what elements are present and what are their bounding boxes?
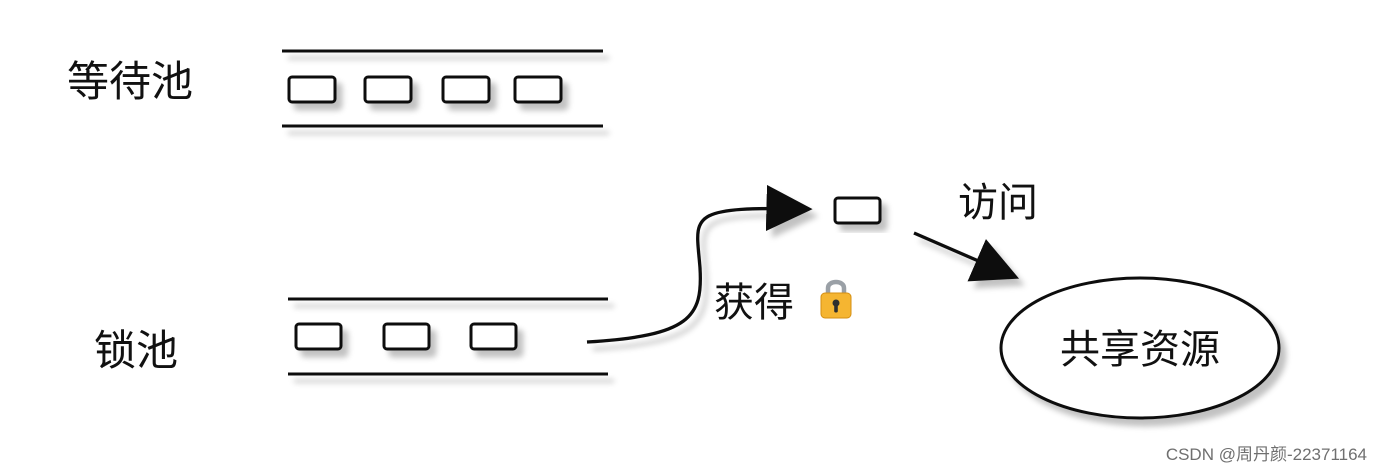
waiting-pool-label: 等待池 <box>67 57 193 106</box>
waiting-thread-box <box>513 75 563 104</box>
waiting-pool <box>282 49 603 128</box>
waiting-thread-box <box>441 75 491 104</box>
access-label: 访问 <box>958 180 1038 226</box>
shared-resource-label: 共享资源 <box>1060 327 1220 373</box>
lock-thread-box <box>382 322 431 351</box>
waiting-thread-box <box>287 75 337 104</box>
lock-icon <box>820 279 852 319</box>
acquire-label: 获得 <box>714 280 794 326</box>
lock-pool <box>288 297 608 376</box>
lock-owner-thread-box <box>833 196 882 225</box>
watermark: CSDN @周丹颜-22371164 <box>1165 445 1367 464</box>
lock-pool-label: 锁池 <box>94 326 178 375</box>
lock-thread-box <box>294 322 343 351</box>
access-arrow <box>913 231 1020 282</box>
acquire-arrow <box>586 184 813 344</box>
shared-resource-node <box>999 276 1281 420</box>
lock-thread-box <box>469 322 518 351</box>
waiting-thread-box <box>363 75 413 104</box>
